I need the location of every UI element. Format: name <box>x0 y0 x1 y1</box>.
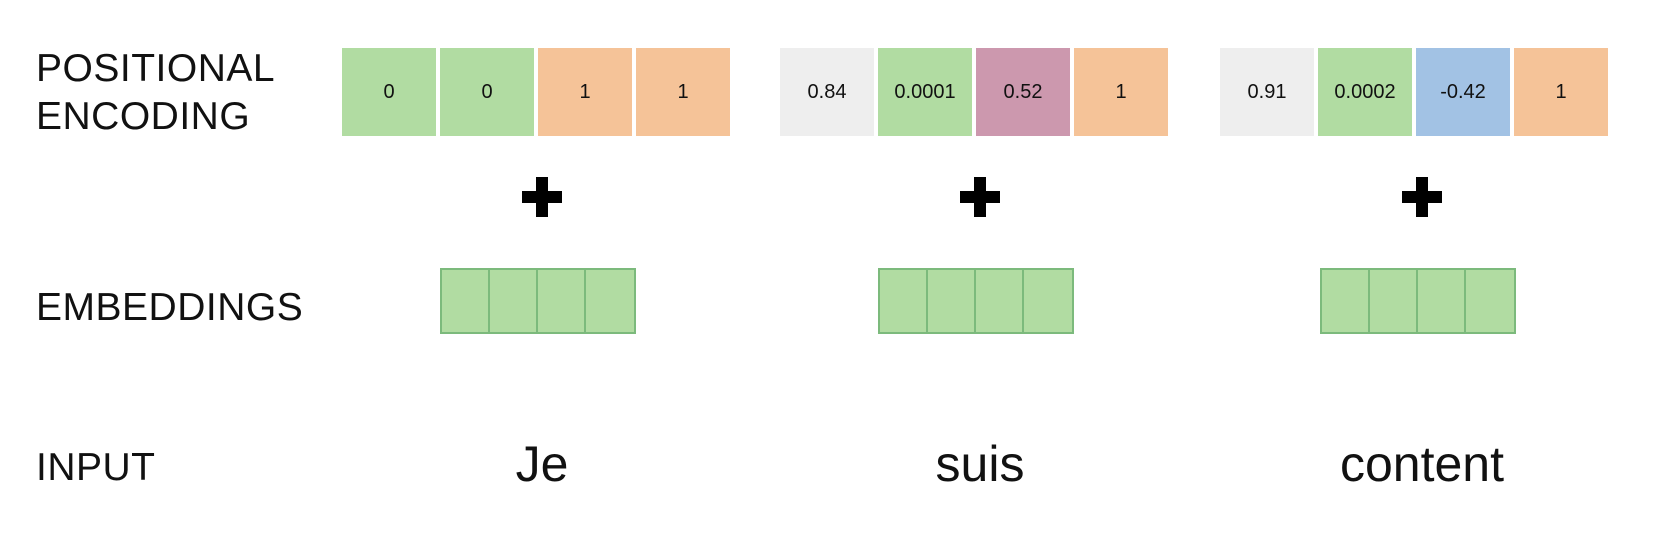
embedding-cell <box>928 270 976 332</box>
positional-encoding-vector-suis: 0.84 0.0001 0.52 1 <box>780 48 1168 136</box>
input-label: INPUT <box>36 446 156 489</box>
encoding-cell: 1 <box>636 48 730 136</box>
embedding-cell <box>1370 270 1418 332</box>
embedding-cell <box>442 270 490 332</box>
embedding-cell <box>976 270 1024 332</box>
encoding-cell: 0.91 <box>1220 48 1314 136</box>
positional-encoding-vector-je: 0 0 1 1 <box>342 48 730 136</box>
embedding-vector-je <box>440 268 636 334</box>
encoding-cell: 1 <box>1074 48 1168 136</box>
embedding-cell <box>1322 270 1370 332</box>
embedding-cell <box>586 270 634 332</box>
input-word-je: Je <box>515 436 569 492</box>
encoding-cell: 0.84 <box>780 48 874 136</box>
encoding-cell: 0.52 <box>976 48 1070 136</box>
embedding-cell <box>880 270 928 332</box>
input-word-suis: suis <box>935 436 1025 492</box>
plus-icon <box>960 177 1000 217</box>
encoding-cell: 1 <box>538 48 632 136</box>
embedding-cell <box>490 270 538 332</box>
embeddings-label: EMBEDDINGS <box>36 286 304 329</box>
encoding-cell: 1 <box>1514 48 1608 136</box>
encoding-cell: 0 <box>440 48 534 136</box>
encoding-cell: 0.0002 <box>1318 48 1412 136</box>
embedding-cell <box>1466 270 1514 332</box>
embedding-cell <box>1418 270 1466 332</box>
embedding-cell <box>1024 270 1072 332</box>
embedding-vector-content <box>1320 268 1516 334</box>
input-word-content: content <box>1339 436 1504 492</box>
positional-encoding-vector-content: 0.91 0.0002 -0.42 1 <box>1220 48 1608 136</box>
embedding-cell <box>538 270 586 332</box>
plus-icon <box>522 177 562 217</box>
encoding-cell: 0.0001 <box>878 48 972 136</box>
encoding-cell: -0.42 <box>1416 48 1510 136</box>
encoding-cell: 0 <box>342 48 436 136</box>
plus-icon <box>1402 177 1442 217</box>
embedding-vector-suis <box>878 268 1074 334</box>
positional-encoding-label: POSITIONAL ENCODING <box>36 47 276 138</box>
